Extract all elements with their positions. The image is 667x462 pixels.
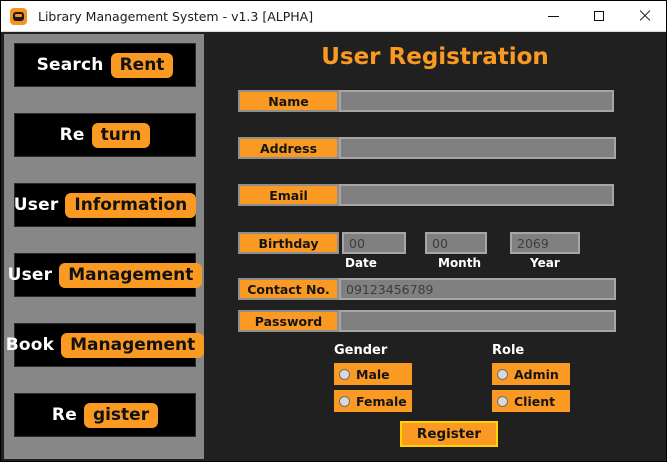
label-email: Email [238, 184, 339, 206]
group-title-gender: Gender [334, 343, 388, 358]
sidebar-item-pill-label: turn [91, 122, 151, 148]
register-button[interactable]: Register [400, 421, 498, 447]
radio-role-admin[interactable]: Admin [492, 363, 570, 385]
sublabel-date: Date [345, 256, 377, 270]
label-contact-no: Contact No. [238, 278, 339, 300]
input-birthday-month[interactable]: 00 [425, 232, 487, 254]
sublabel-year: Year [530, 256, 560, 270]
label-address: Address [238, 137, 339, 159]
sidebar-item-pill-label: Information [65, 192, 197, 218]
registration-panel: User Registration Name Address Email Bir… [204, 32, 666, 461]
sidebar-item-return[interactable]: Re turn [14, 113, 196, 157]
radio-label: Female [356, 393, 407, 409]
sidebar-item-user-information[interactable]: User Information [13, 183, 197, 227]
sidebar-item-pill-label: Management [61, 332, 205, 358]
sidebar-item-label: Re [51, 405, 77, 425]
radio-gender-female[interactable]: Female [334, 390, 412, 412]
radio-dot-icon [497, 368, 508, 380]
radio-gender-male[interactable]: Male [334, 363, 412, 385]
app-robot-icon [10, 7, 27, 25]
input-name[interactable] [339, 90, 614, 112]
sidebar-item-label: Book [5, 335, 55, 355]
radio-label: Admin [514, 366, 559, 382]
radio-label: Male [356, 366, 390, 382]
group-title-role: Role [492, 343, 525, 358]
input-password[interactable] [339, 310, 616, 332]
maximize-button[interactable] [576, 1, 622, 32]
client-area: Search Rent Re turn User Information Use… [1, 32, 666, 461]
radio-dot-icon [339, 368, 350, 380]
radio-dot-icon [497, 395, 508, 407]
field-row-birthday: Birthday 00 00 2069 Date Month Year [238, 232, 658, 270]
sidebar-item-register[interactable]: Re gister [14, 393, 196, 437]
maximize-icon [594, 11, 604, 21]
window-controls [530, 1, 666, 32]
label-password: Password [238, 310, 339, 332]
sidebar-item-label: Re [59, 125, 85, 145]
radio-role-client[interactable]: Client [492, 390, 570, 412]
label-name: Name [238, 90, 339, 112]
page-title: User Registration [321, 44, 549, 70]
sidebar-item-label: Search [36, 55, 104, 75]
close-button[interactable] [622, 1, 666, 32]
sidebar-navigation: Search Rent Re turn User Information Use… [4, 34, 205, 459]
radio-label: Client [514, 393, 556, 409]
sidebar-item-pill-label: gister [83, 402, 159, 428]
input-email[interactable] [339, 184, 614, 206]
minimize-button[interactable] [530, 1, 576, 32]
sidebar-item-pill-label: Management [59, 262, 203, 288]
sidebar-item-search-rent[interactable]: Search Rent [14, 43, 196, 87]
sublabel-month: Month [438, 256, 482, 270]
input-birthday-year[interactable]: 2069 [510, 232, 580, 254]
label-birthday: Birthday [238, 232, 339, 254]
input-contact-no[interactable]: 09123456789 [339, 278, 616, 300]
sidebar-item-label: User [13, 195, 59, 215]
sidebar-item-user-management[interactable]: User Management [8, 253, 203, 297]
close-icon [639, 10, 651, 22]
window-title: Library Management System - v1.3 [ALPHA] [38, 8, 314, 24]
sidebar-item-pill-label: Rent [110, 52, 174, 78]
sidebar-item-label: User [7, 265, 53, 285]
radio-dot-icon [339, 395, 350, 407]
input-address[interactable] [339, 137, 616, 159]
minimize-icon [547, 15, 559, 17]
input-birthday-day[interactable]: 00 [342, 232, 406, 254]
sidebar-item-book-management[interactable]: Book Management [6, 323, 205, 367]
title-bar: Library Management System - v1.3 [ALPHA] [1, 1, 666, 32]
